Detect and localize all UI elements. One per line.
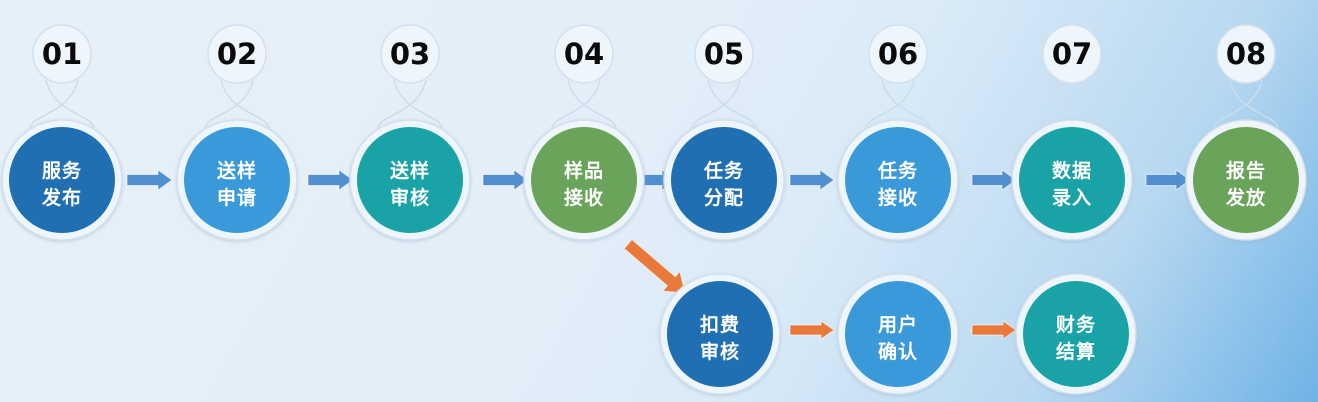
flow-arrow-top-6: [971, 169, 1017, 191]
step-label-line2-8: 发放: [1225, 186, 1266, 209]
step-number-badge-7: 07: [1042, 24, 1102, 84]
step-connector-7: [1039, 79, 1105, 129]
step-label-line1-8: 报告: [1226, 159, 1266, 182]
step-number-6: 06: [878, 37, 918, 71]
step-circle-5: [671, 127, 777, 233]
step-circle-7: [1019, 127, 1125, 233]
step-connector-6: [865, 79, 931, 129]
step-number-circle-4: [554, 24, 614, 84]
step-number-3: 03: [390, 37, 430, 71]
step-label-line1-3: 送样: [390, 159, 430, 182]
step-connector-2: [204, 79, 270, 129]
step-circle-1: [9, 127, 115, 233]
step-number-circle-6: [868, 24, 928, 84]
step-circle-6: [845, 127, 951, 233]
step-circle-2: [184, 127, 290, 233]
flow-arrow-branch-down: [623, 238, 686, 294]
branch-label-line2-2: 确认: [878, 340, 918, 363]
step-number-circle-2: [207, 24, 267, 84]
branch-label-line1-1: 扣费: [700, 313, 740, 336]
step-label-line1-5: 任务: [703, 159, 744, 182]
step-connector-4: [551, 79, 617, 129]
step-number-badge-6: 06: [868, 24, 928, 84]
step-connector-3: [377, 79, 443, 129]
step-number-badge-8: 08: [1216, 24, 1276, 84]
branch-label-line1-3: 财务: [1056, 313, 1096, 336]
step-number-badge-5: 05: [694, 24, 754, 84]
step-connector-5: [691, 79, 757, 129]
step-circle-8: [1193, 127, 1299, 233]
step-number-badge-3: 03: [380, 24, 440, 84]
step-label-line2-7: 录入: [1052, 187, 1092, 209]
step-connector-1: [29, 79, 95, 129]
step-connector-8: [1213, 79, 1279, 129]
step-label-line2-3: 审核: [390, 186, 430, 209]
step-number-1: 01: [42, 37, 82, 71]
flow-arrow-branch-2: [971, 320, 1017, 340]
step-label-line2-1: 发布: [41, 186, 82, 209]
branch-label-line2-3: 结算: [1056, 340, 1096, 363]
step-number-badge-4: 04: [554, 24, 614, 84]
flow-arrow-top-7: [1145, 169, 1191, 191]
flow-arrow-top-1: [126, 169, 173, 191]
step-number-circle-7: [1042, 24, 1102, 84]
step-number-circle-1: [32, 24, 92, 84]
branch-circle-2: [845, 281, 951, 387]
step-number-circle-3: [380, 24, 440, 84]
step-number-badge-2: 02: [207, 24, 267, 84]
step-number-circle-5: [694, 24, 754, 84]
connector-layer: [29, 79, 1279, 129]
step-number-4: 04: [564, 37, 604, 71]
step-number-badge-1: 01: [32, 24, 92, 84]
flow-arrow-top-5: [789, 169, 835, 191]
step-label-line1-1: 服务: [42, 159, 82, 182]
branch-label-line2-1: 审核: [700, 340, 740, 363]
step-label-line1-4: 样品: [564, 159, 604, 182]
flow-arrow-top-2: [307, 169, 354, 191]
branch-label-line1-2: 用户: [878, 313, 918, 336]
step-number-2: 02: [217, 37, 257, 71]
step-circle-4: [531, 127, 637, 233]
step-label-line1-2: 送样: [217, 159, 257, 182]
step-number-circle-8: [1216, 24, 1276, 84]
step-label-line2-4: 接收: [564, 186, 604, 209]
step-label-line1-7: 数据: [1052, 159, 1092, 182]
step-label-line1-6: 任务: [877, 159, 918, 182]
step-number-7: 07: [1052, 37, 1092, 71]
step-number-5: 05: [704, 37, 744, 71]
step-label-line2-2: 申请: [217, 186, 257, 209]
branch-circle-1: [667, 281, 773, 387]
step-number-8: 08: [1226, 37, 1266, 71]
flow-arrow-branch-1: [789, 320, 835, 340]
branch-circle-3: [1023, 281, 1129, 387]
step-label-line2-6: 接收: [878, 186, 918, 209]
step-circle-3: [357, 127, 463, 233]
flow-arrow-top-3: [482, 169, 529, 191]
step-label-line2-5: 分配: [704, 187, 744, 209]
